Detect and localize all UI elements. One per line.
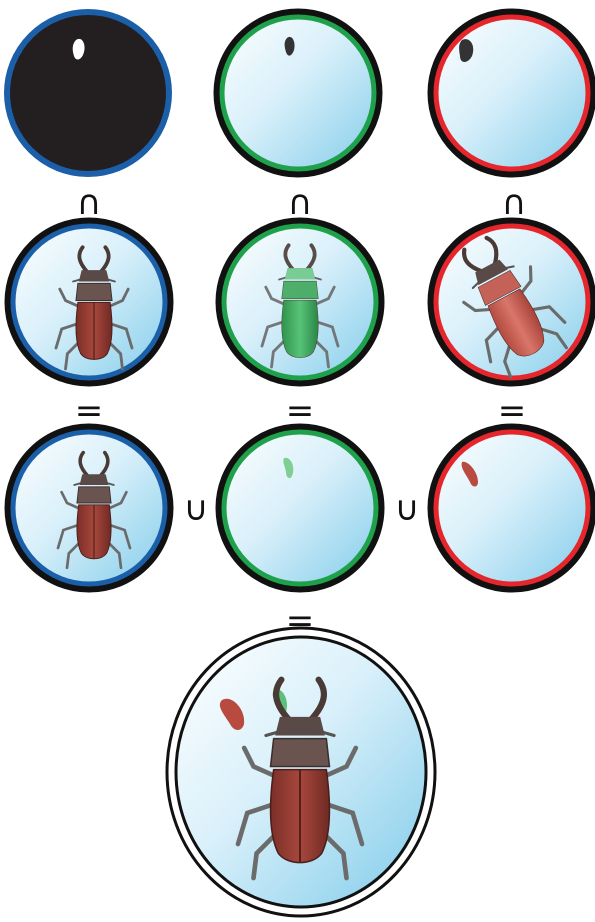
row-operators-1: ∩ ∩ ∩ — [77, 183, 527, 223]
beetle-green-frame — [219, 221, 381, 383]
intersection-symbol: ∩ — [288, 183, 313, 223]
union-symbol: ∪ — [184, 489, 209, 529]
result-frame — [167, 628, 435, 916]
mask-blue — [7, 12, 169, 174]
mask-green — [217, 12, 379, 174]
part-green-frame — [219, 427, 381, 589]
row-masked-parts — [8, 427, 593, 589]
row-full-beetles — [8, 221, 593, 383]
beetle-blue-frame — [8, 221, 170, 383]
beetle-red-frame — [431, 221, 593, 383]
union-symbol: ∪ — [395, 489, 420, 529]
row-masks — [7, 12, 593, 174]
intersection-symbol: ∩ — [77, 183, 102, 223]
mask-red — [431, 12, 593, 174]
part-blue-frame — [8, 427, 170, 589]
intersection-symbol: ∩ — [502, 183, 527, 223]
part-red-frame — [431, 427, 593, 589]
